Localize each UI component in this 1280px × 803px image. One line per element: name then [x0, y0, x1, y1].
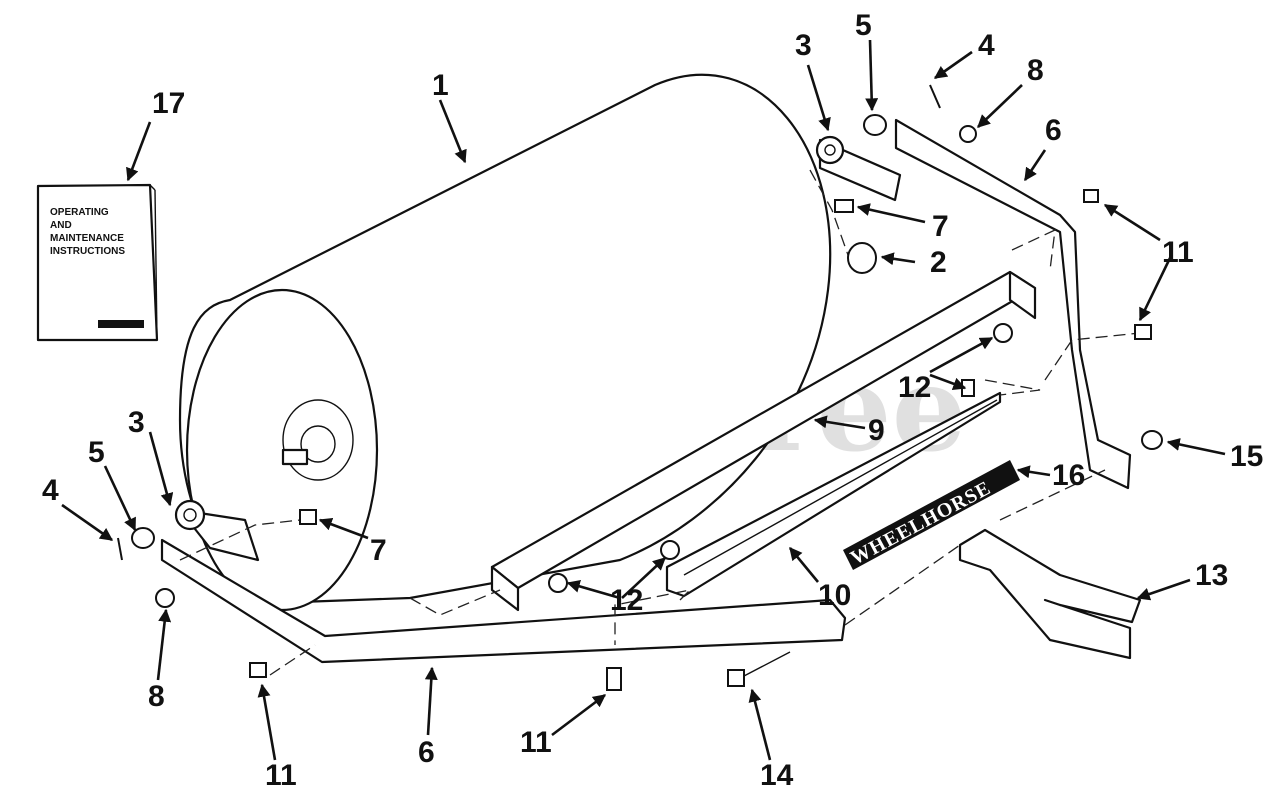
callout-16: 16	[1052, 459, 1085, 492]
callout-11-mid: 11	[520, 726, 552, 759]
callout-11-left: 11	[265, 759, 297, 792]
bolt-11-mid	[1134, 324, 1152, 340]
bolt-7-right	[834, 199, 854, 213]
manual-line-1: OPERATING	[50, 207, 109, 218]
roller-drum	[178, 73, 832, 612]
callout-5-left: 5	[88, 436, 105, 469]
callout-1: 1	[432, 69, 449, 102]
operating-manual: OPERATING AND MAINTENANCE INSTRUCTIONS	[36, 183, 159, 342]
callout-numbers: 1 2 3 3 4 4 5 5 6 6 7 7 8 8 9 10 11 11 1…	[42, 9, 1263, 792]
frame-bar-bottom	[160, 538, 847, 664]
callout-4-left: 4	[42, 474, 59, 507]
callout-6-bottom: 6	[418, 736, 435, 769]
manual-line-2: AND	[50, 220, 72, 231]
nut-8-right	[959, 125, 977, 143]
bearing-bracket-left	[174, 499, 260, 562]
callout-12-lower: 12	[610, 584, 643, 617]
drawbar-9	[490, 270, 1037, 612]
manual-line-4: INSTRUCTIONS	[50, 246, 125, 257]
callout-14: 14	[760, 759, 794, 792]
callout-6-right: 6	[1045, 114, 1062, 147]
drawbar-10	[665, 391, 1002, 598]
nut-12-lower-a	[548, 573, 568, 593]
callout-2: 2	[930, 246, 947, 279]
bushing-2	[847, 242, 877, 274]
cotter-pin-4-right	[929, 84, 941, 109]
callout-3-left: 3	[128, 406, 145, 439]
washer-5-right	[863, 114, 887, 136]
assembly-lines	[179, 169, 1141, 676]
callout-9: 9	[868, 414, 885, 447]
leader-arrows	[61, 39, 1226, 761]
cotter-pin-4-left	[117, 537, 123, 561]
bolt-7-left	[299, 509, 317, 525]
nut-15	[1141, 430, 1163, 450]
callout-8-right: 8	[1027, 54, 1044, 87]
bolt-11-upper	[1083, 189, 1099, 203]
callout-7-right: 7	[932, 210, 949, 243]
callout-4-right: 4	[978, 29, 995, 62]
callout-5-right: 5	[855, 9, 872, 42]
callout-7-left: 7	[370, 534, 387, 567]
bolt-11-lower-mid	[606, 667, 622, 691]
callout-13: 13	[1195, 559, 1228, 592]
washer-5-left	[131, 527, 155, 549]
nut-12-upper	[993, 323, 1013, 343]
callout-15: 15	[1230, 440, 1263, 473]
bolt-11-lower-left	[249, 662, 267, 678]
manual-line-3: MAINTENANCE	[50, 233, 124, 244]
hardware	[117, 84, 1163, 691]
manual-logo-bar	[98, 320, 144, 328]
callout-11-right: 11	[1162, 236, 1194, 269]
nut-12-lower-b	[660, 540, 680, 560]
callout-10: 10	[818, 579, 851, 612]
hitch-plate	[958, 528, 1142, 660]
bearing-bracket-right	[815, 135, 902, 202]
frame-bar-right	[894, 118, 1132, 490]
bolt-14	[727, 669, 745, 687]
callout-12-upper: 12	[898, 371, 931, 404]
callout-3-right: 3	[795, 29, 812, 62]
callout-8-left: 8	[148, 680, 165, 713]
callout-17: 17	[152, 87, 185, 120]
nut-8-left	[155, 588, 175, 608]
